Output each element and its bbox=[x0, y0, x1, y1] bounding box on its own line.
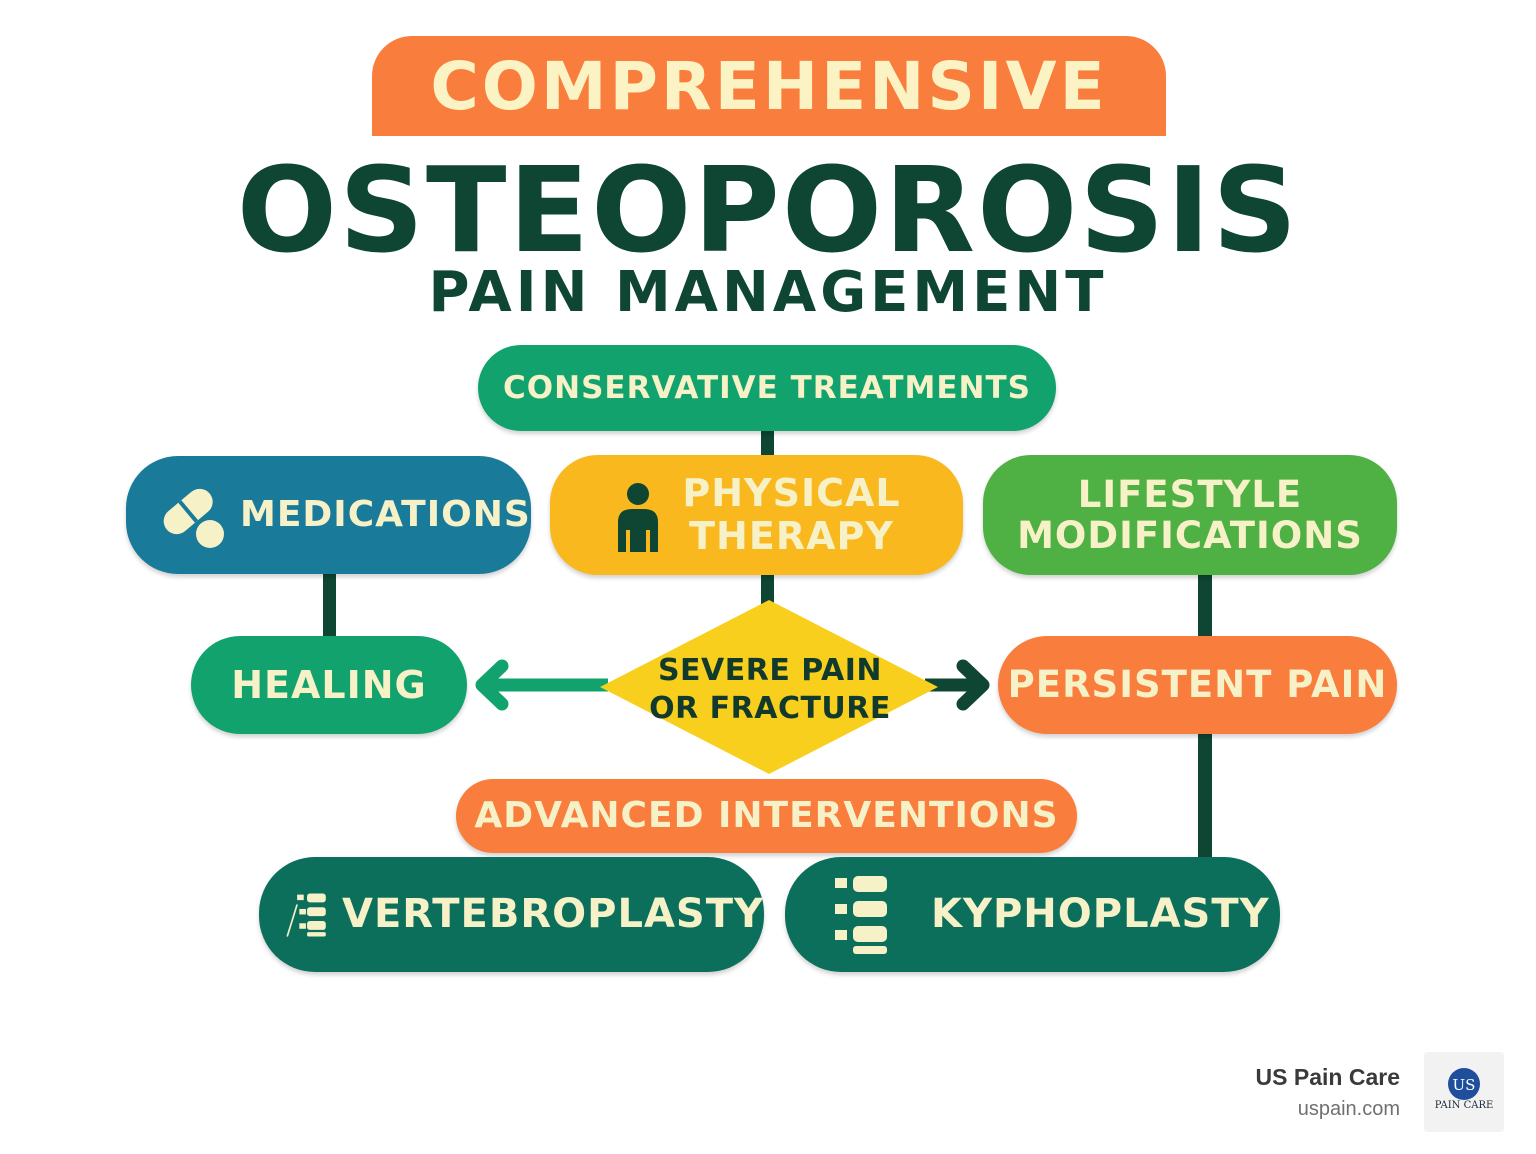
title-main: OSTEOPOROSIS bbox=[236, 141, 1300, 279]
node-healing: HEALING bbox=[191, 636, 467, 734]
connector-conservative-physical bbox=[761, 430, 774, 458]
footer-url: uspain.com bbox=[1297, 1098, 1400, 1120]
brand-logo: US bbox=[1424, 1052, 1504, 1132]
person-icon bbox=[618, 483, 659, 552]
pill-capsule-icon bbox=[163, 488, 224, 548]
node-lifestyle-modifications: LIFESTYLE MODIFICATIONS bbox=[983, 455, 1397, 575]
connector-persistent-kyphoplasty bbox=[1198, 732, 1212, 860]
node-medications: MEDICATIONS bbox=[126, 456, 531, 574]
node-vertebroplasty: VERTEBROPLASTY bbox=[259, 857, 764, 972]
node-conservative-treatments: CONSERVATIVE TREATMENTS bbox=[478, 345, 1056, 431]
decision-diamond bbox=[600, 600, 938, 774]
node-medications-label: MEDICATIONS bbox=[240, 493, 531, 535]
node-physical-label-line2: THERAPY bbox=[689, 514, 894, 558]
decision-label: SEVERE PAIN OR FRACTURE bbox=[632, 652, 908, 728]
spine-needle-icon bbox=[286, 893, 326, 937]
node-advanced-interventions: ADVANCED INTERVENTIONS bbox=[456, 779, 1077, 853]
footer-brand-name: US Pain Care bbox=[1255, 1064, 1400, 1090]
title-subtitle: PAIN MANAGEMENT bbox=[428, 260, 1108, 325]
node-lifestyle-label-line2: MODIFICATIONS bbox=[1017, 514, 1363, 557]
node-physical-label-line1: PHYSICAL bbox=[682, 471, 901, 516]
brand-logo-caption: PAIN CARE bbox=[1434, 1100, 1494, 1111]
node-advanced-label: ADVANCED INTERVENTIONS bbox=[474, 794, 1059, 836]
decision-label-line1: SEVERE PAIN bbox=[657, 653, 883, 688]
node-persistent-label: PERSISTENT PAIN bbox=[1007, 663, 1388, 707]
connector-physical-decision bbox=[761, 574, 774, 604]
arrow-to-healing bbox=[475, 659, 608, 711]
node-kyphoplasty-label: KYPHOPLASTY bbox=[931, 891, 1270, 938]
node-kyphoplasty: KYPHOPLASTY bbox=[785, 857, 1280, 972]
title-banner: COMPREHENSIVE bbox=[372, 36, 1166, 136]
node-persistent-pain: PERSISTENT PAIN bbox=[998, 636, 1397, 734]
node-vertebroplasty-label: VERTEBROPLASTY bbox=[341, 891, 764, 938]
title-top: COMPREHENSIVE bbox=[430, 47, 1108, 125]
decision-label-line2: OR FRACTURE bbox=[649, 691, 891, 726]
connector-medications-healing bbox=[323, 572, 336, 638]
brand-logo-mark: US bbox=[1448, 1068, 1480, 1100]
node-lifestyle-label-line1: LIFESTYLE bbox=[1077, 472, 1303, 516]
connector-lifestyle-persistent bbox=[1198, 573, 1212, 638]
node-healing-label: HEALING bbox=[231, 662, 427, 707]
node-physical-therapy: PHYSICAL THERAPY bbox=[550, 455, 963, 575]
spine-icon bbox=[835, 875, 887, 954]
node-conservative-label: CONSERVATIVE TREATMENTS bbox=[503, 369, 1031, 406]
brand-logo-letters: US bbox=[1453, 1076, 1476, 1094]
